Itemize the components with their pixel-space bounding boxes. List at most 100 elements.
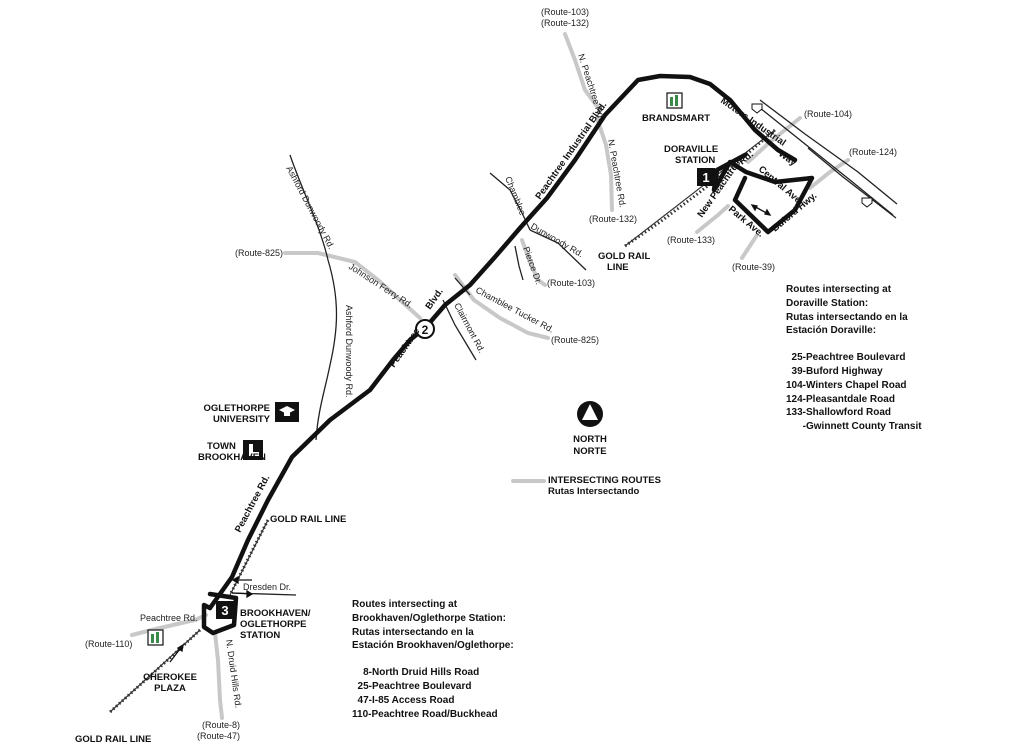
n-druid-hills-route (213, 631, 224, 720)
route-tag: (Route-103) (547, 278, 595, 288)
gold-rail-mid-label: GOLD RAIL LINE (270, 514, 346, 525)
pierce-dr-label: Pierce Dr. (521, 245, 544, 286)
stop-3-number: 3 (221, 603, 228, 618)
chamblee-dunwoody-route (520, 238, 547, 287)
town-label-2: BROOKHAVEN (198, 452, 266, 463)
doraville-route-item: 124-Pleasantdale Road (786, 393, 895, 405)
stop-1-number: 1 (702, 170, 709, 185)
brandsmart-icon (666, 92, 683, 109)
cherokee-label-1: CHEROKEE (143, 672, 197, 683)
johnson-ferry-label: Johnson Ferry Rd. (347, 261, 415, 310)
graduation-cap-icon (275, 402, 299, 422)
route-tag: (Route-110) (85, 639, 132, 649)
rail-north (624, 128, 776, 248)
gold-rail-bottom-label: GOLD RAIL LINE (75, 734, 151, 745)
brookhaven-loop (201, 591, 239, 636)
main-route (201, 73, 815, 636)
doraville-routes-box: Routes intersecting at Doraville Station… (786, 283, 922, 434)
rail-north-core (624, 129, 776, 247)
doraville-station-label: DORAVILLE STATION (664, 144, 721, 166)
ashford-dunwoody-top-label: Ashford Dunwoody Rd. (284, 164, 336, 250)
arrow-icon (231, 575, 239, 585)
brookhaven-route-item: 110-Peachtree Road/Buckhead (352, 708, 498, 720)
route-tag: (Route-104) (804, 109, 852, 119)
cherokee-label-2: PLAZA (154, 683, 186, 694)
brookhaven-line-2: OGLETHORPE (240, 619, 307, 630)
central-ave-label: Central Ave. (756, 164, 805, 208)
stop-2-number: 2 (422, 323, 429, 337)
arrow-icon (246, 589, 254, 599)
doraville-title-1: Routes intersecting at (786, 284, 892, 295)
brookhaven-line-1: BROOKHAVEN/ (240, 608, 311, 619)
route-tag: (Route-132) (541, 18, 589, 28)
ashford-dunwoody-bottom-label: Ashford Dunwoody Rd. (344, 305, 354, 398)
route-tag: (Route-825) (551, 335, 599, 345)
arrow-icon (764, 208, 772, 216)
brookhaven-route-list: 8-North Druid Hills Road 25-Peachtree Bo… (352, 666, 514, 721)
peachtree-blvd-label-a: Peachtree (387, 326, 422, 370)
doraville-station-marker[interactable] (697, 168, 715, 186)
oglethorpe-label-2: UNIVERSITY (213, 414, 271, 425)
norte-label: NORTE (573, 446, 606, 457)
arrow-icon (750, 204, 758, 212)
pierce-road (514, 245, 524, 281)
motors-industrial-right (807, 147, 897, 219)
route-tag: (Route-47) (197, 731, 240, 741)
brookhaven-title-3: Rutas intersectando en la (352, 626, 474, 638)
dunwoody-road (529, 229, 587, 271)
gold-rail-lines (108, 128, 776, 714)
town-label-1: TOWN (207, 441, 236, 452)
route-39-line (740, 233, 759, 260)
i85-a (759, 107, 894, 216)
brookhaven-title-2: Brookhaven/Oglethorpe Station: (352, 612, 506, 624)
doraville-route-item: -Gwinnett County Transit (786, 421, 922, 433)
gold-rail-north-label-1: GOLD RAIL (598, 251, 650, 262)
brookhaven-route-item: 8-North Druid Hills Road (352, 667, 480, 679)
brookhaven-routes-box: Routes intersecting at Brookhaven/Ogleth… (352, 598, 514, 721)
stop-2-marker[interactable] (415, 319, 435, 339)
brookhaven-station-label: BROOKHAVEN/ OGLETHORPE STATION (240, 608, 313, 641)
brookhaven-line-3: STATION (240, 630, 280, 641)
gold-rail-north-label-2: LINE (607, 262, 629, 273)
clairmont-road (442, 299, 477, 361)
doraville-line-2: STATION (675, 155, 715, 166)
doraville-route-item: 39-Buford Highway (786, 365, 883, 377)
legend-label-es: Rutas Intersectando (548, 486, 640, 497)
dresden-dr-label: Dresden Dr. (243, 582, 291, 592)
brookhaven-title-4: Estación Brookhaven/Oglethorpe: (352, 640, 514, 652)
brookhaven-route-item: 25-Peachtree Boulevard (352, 680, 472, 692)
north-label: NORTH (573, 434, 607, 445)
interstate-shield-icon (751, 103, 873, 208)
peachtree-rd-west-label: Peachtree Rd. (140, 613, 198, 623)
route-tag: (Route-133) (667, 235, 715, 245)
doraville-route-item: 25-Peachtree Boulevard (786, 352, 906, 364)
cherokee-plaza-icon (147, 629, 164, 646)
motors-industrial-label-b: Way (776, 148, 799, 168)
doraville-route-item: 104-Winters Chapel Road (786, 379, 907, 391)
peachtree-rd-west-route (130, 613, 208, 637)
brandsmart-label: BRANDSMART (642, 113, 710, 124)
direction-arrows (169, 204, 772, 663)
oglethorpe-label-1: OGLETHORPE (203, 403, 270, 414)
route-tag: (Route-8) (202, 720, 240, 730)
chamblee-label: Chamblee (503, 175, 528, 217)
dunwoody-rd-label: Dunwoody Rd. (529, 221, 585, 259)
route-tag: (Route-124) (849, 147, 897, 157)
brookhaven-station-marker[interactable] (216, 601, 234, 619)
route-tag: (Route-132) (589, 214, 637, 224)
route-tag: (Route-103) (541, 7, 589, 17)
building-icon (243, 440, 263, 460)
n-peachtree-mid-route (595, 116, 614, 212)
chamblee-tucker-minor (454, 277, 471, 296)
brookhaven-route-item: 47-I-85 Access Road (352, 694, 455, 706)
ashford-dunwoody-road (289, 154, 338, 441)
route-133-line (695, 204, 730, 234)
brookhaven-title-1: Routes intersecting at (352, 599, 458, 610)
i85-b (759, 99, 898, 205)
doraville-line-1: DORAVILLE (664, 144, 718, 155)
north-arrow-icon (577, 401, 603, 427)
doraville-title-4: Estación Doraville: (786, 325, 877, 337)
johnson-ferry-route (283, 251, 422, 320)
doraville-title-3: Rutas intersectando en la (786, 311, 908, 323)
